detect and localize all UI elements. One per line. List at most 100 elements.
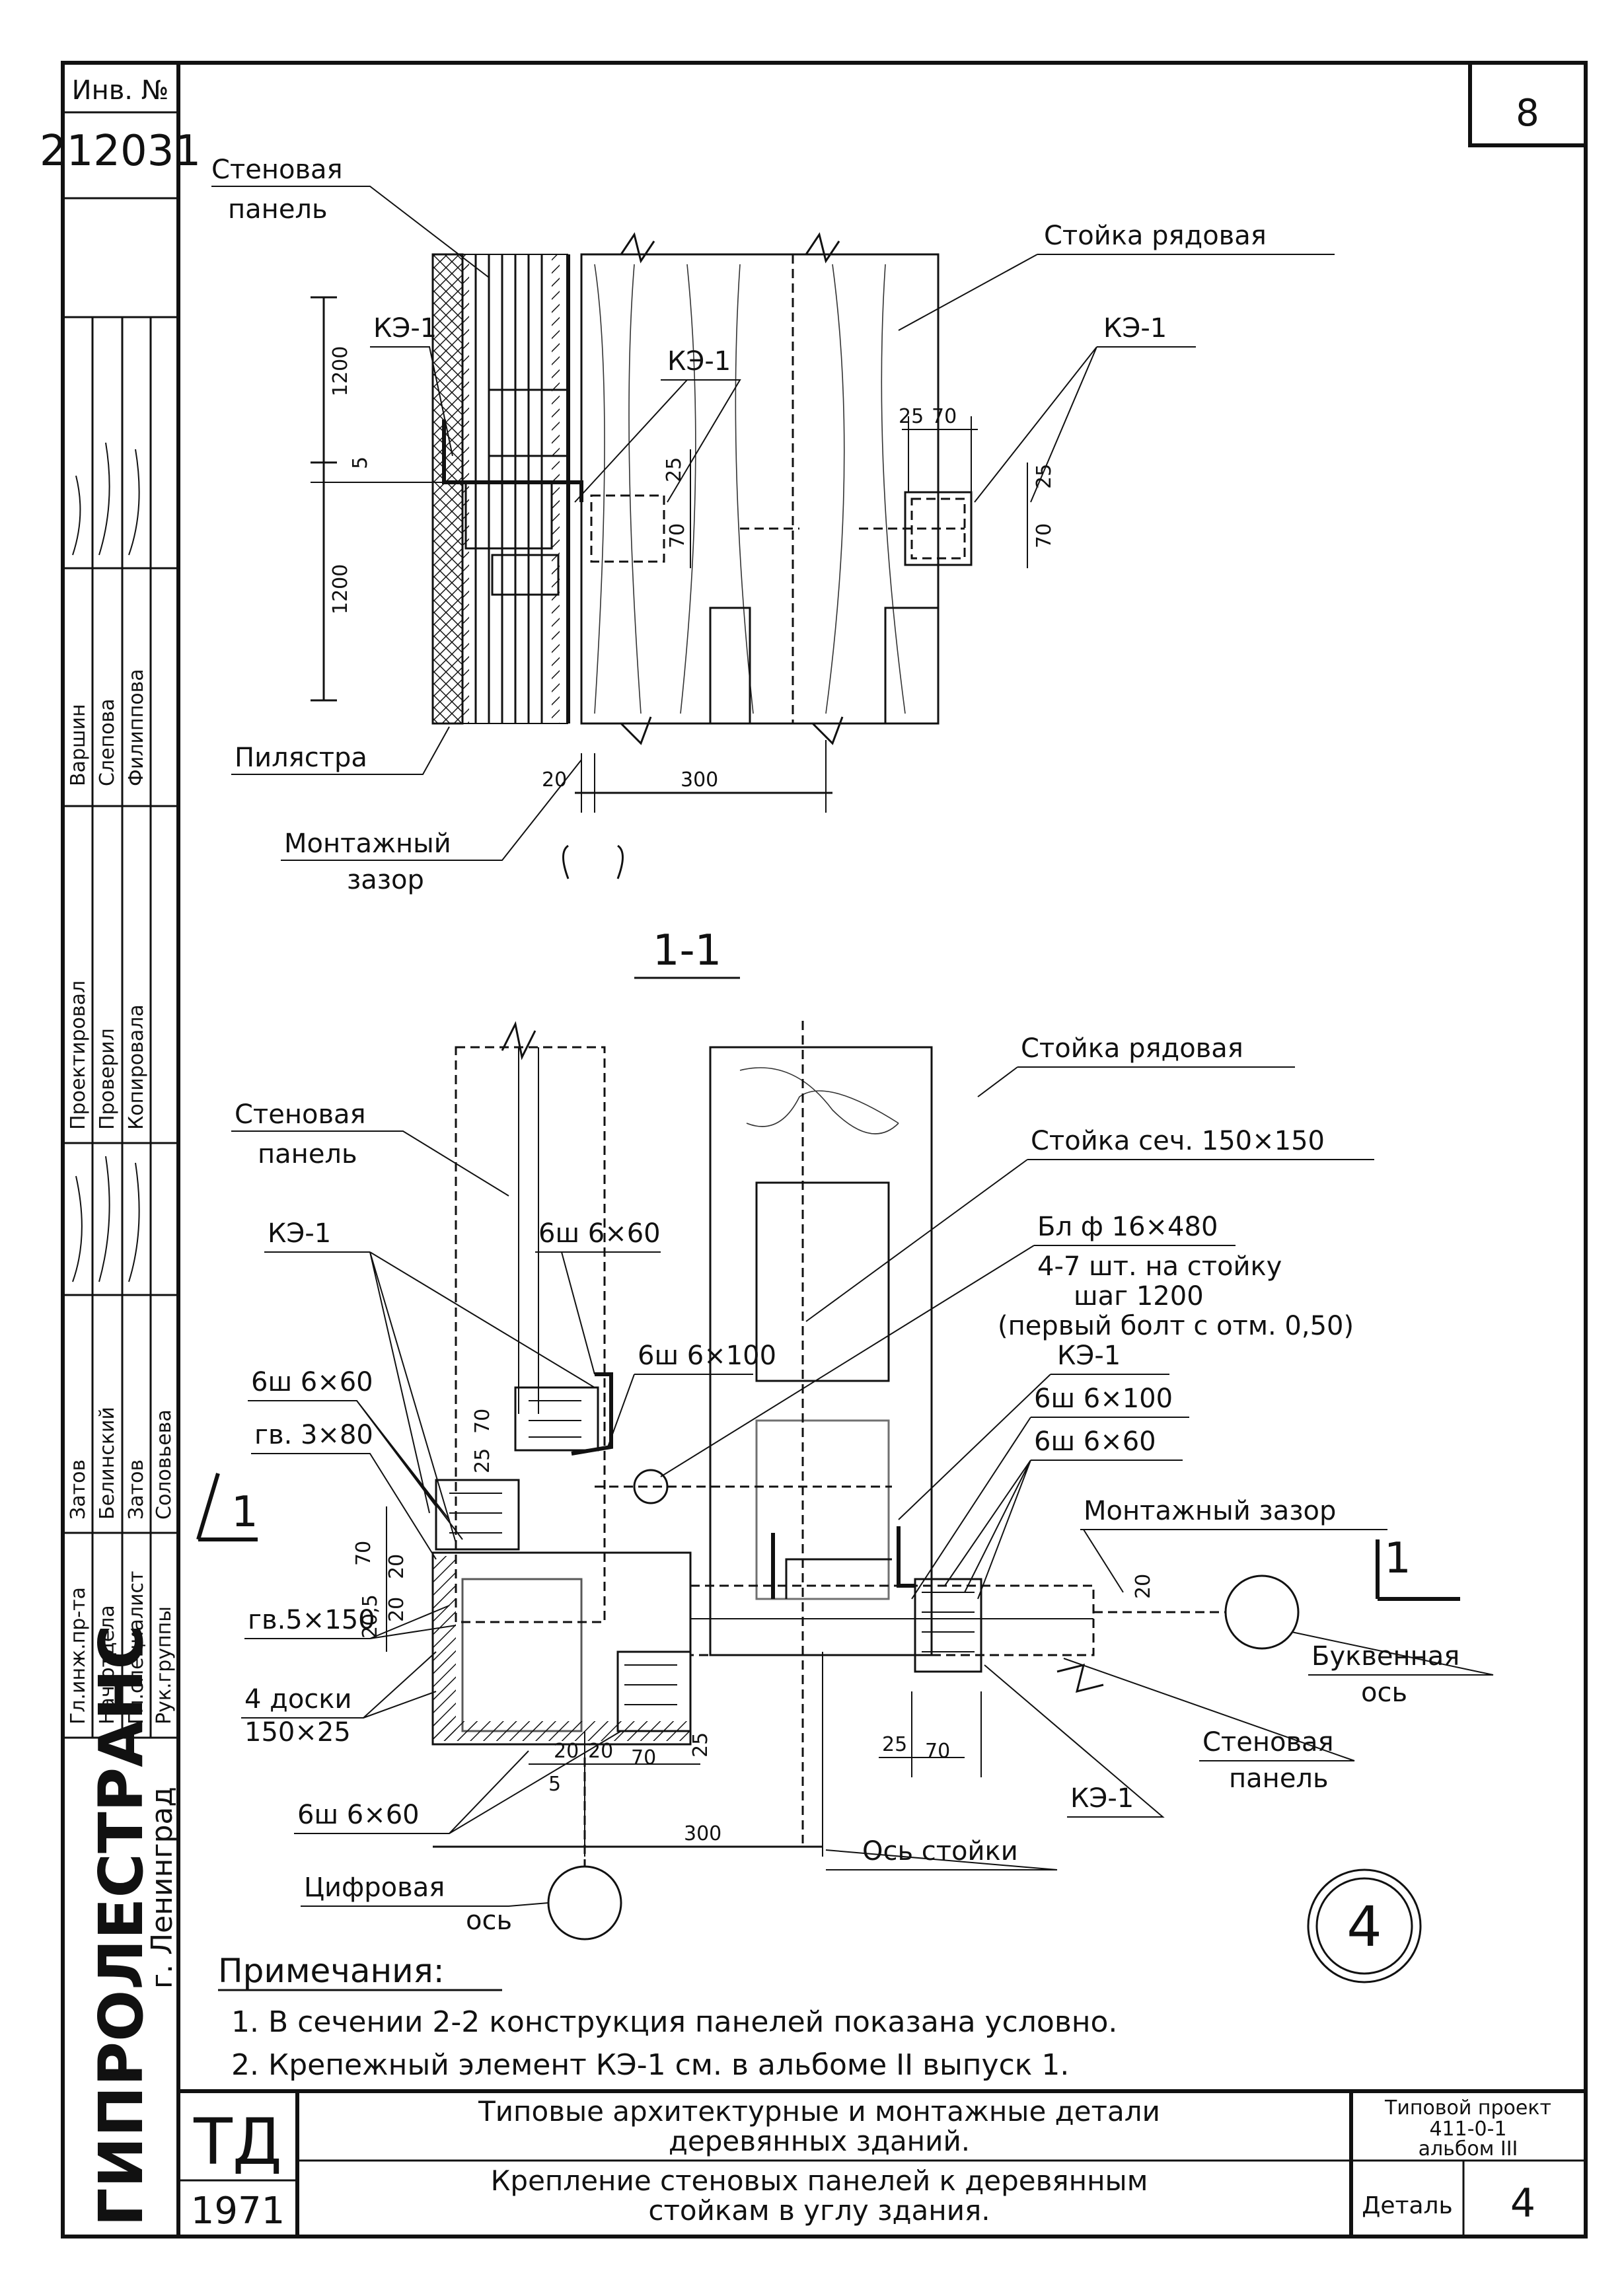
detail-plan: 4 1 1 300 20 20 70 25 5 25 70 25 70 70 2…: [196, 1021, 1494, 1983]
label-bolt-first: (первый болт с отм. 0,50): [998, 1311, 1354, 1341]
name-checked: Слепова: [96, 698, 119, 786]
dim-300-bottom: 300: [684, 1822, 721, 1845]
label-ke1-mid: КЭ-1: [1057, 1341, 1121, 1371]
label-post-row: Стойка рядовая: [1044, 221, 1267, 251]
dim-25-b: 25: [882, 1733, 907, 1756]
section-title: 1-1: [653, 926, 722, 975]
sheet-number-box: 8: [1468, 63, 1586, 147]
organization-name: ГИПРОЛЕСТРАНС: [86, 1625, 157, 2227]
signature-mark: [72, 442, 140, 1282]
dim-70-left: 70: [352, 1541, 375, 1566]
role-checked: Проверил: [96, 1028, 119, 1130]
label-ke1-c: КЭ-1: [1103, 313, 1167, 344]
dim-70-a: 70: [666, 523, 689, 548]
dim-25-c: 25: [689, 1732, 712, 1758]
plate-top: [514, 1386, 599, 1452]
label-bsh-6x60-d: 6ш 6×60: [297, 1800, 420, 1830]
digit-axis-circle: [547, 1865, 622, 1941]
role-dept-head: Нач.отдела: [96, 1605, 119, 1724]
note-1: 1. В сечении 2-2 конструкция панелей пок…: [231, 2005, 1117, 2039]
label-bolt-title: Бл ф 16×480: [1037, 1212, 1218, 1242]
inventory-block: Инв. № 212031: [40, 75, 201, 200]
notes: Примечания: 1. В сечении 2-2 конструкция…: [218, 1952, 1117, 2082]
pilaster: [431, 253, 464, 725]
section-mark-left: 1: [196, 1473, 258, 1541]
label-digit-axis-2: ось: [466, 1906, 512, 1936]
dim-20: 20: [542, 768, 567, 792]
label-bsh-6x100-b: 6ш 6×100: [1034, 1384, 1173, 1414]
title-line-2: деревянных зданий.: [669, 2125, 970, 2157]
label-boards-size: 150×25: [244, 1717, 351, 1748]
note-2: 2. Крепежный элемент КЭ-1 см. в альбоме …: [231, 2048, 1069, 2082]
section-mark-right: 1: [1376, 1534, 1460, 1601]
label-wall-panel-b2: панель: [1229, 1763, 1329, 1794]
dim-70-c: 70: [631, 1746, 656, 1769]
label-nail-3x80: гв. 3×80: [254, 1420, 373, 1450]
label-ke1-a: КЭ-1: [373, 313, 437, 344]
dim-25-a: 25: [663, 457, 686, 482]
label-bsh-6x60-a: 6ш 6×60: [538, 1218, 661, 1249]
dim-70-c: 70: [1033, 523, 1056, 548]
role-chief-specialist: Гл.специалист: [125, 1571, 148, 1724]
notes-title: Примечания:: [218, 1952, 445, 1990]
label-post-axis: Ось стойки: [862, 1836, 1018, 1867]
project-label: Типовой проект: [1384, 2096, 1551, 2120]
dim-70-b: 70: [932, 405, 957, 428]
upper-wall-panel: [455, 1046, 606, 1623]
label-ke1-bottom: КЭ-1: [1070, 1783, 1134, 1814]
plate-left: [435, 1479, 520, 1551]
name-chief-engineer: Затов: [67, 1460, 90, 1520]
label-letter-axis-2: ось: [1361, 1678, 1407, 1708]
plate-bottom: [616, 1650, 692, 1732]
name-dept-head: Белинский: [96, 1407, 119, 1520]
corner-boards: [431, 1551, 692, 1746]
dim-25-top: 25: [471, 1448, 494, 1473]
left-strip: [61, 61, 180, 2238]
inventory-number: 212031: [40, 127, 201, 176]
role-chief-engineer: Гл.инж.пр-та: [67, 1587, 90, 1724]
role-designed: Проектировал: [67, 980, 90, 1130]
label-wall-panel-b1: Стеновая: [1202, 1727, 1334, 1758]
dim-1200-top: 1200: [329, 346, 352, 396]
title-block: ТД 1971 Типовые архитектурные и монтажны…: [178, 2089, 1586, 2237]
title-code: ТД: [193, 2105, 282, 2179]
name-chief-specialist: Затов: [125, 1460, 148, 1520]
label-gap-2: зазор: [347, 865, 424, 895]
title-line-1: Типовые архитектурные и монтажные детали: [478, 2095, 1160, 2128]
dim-70-d: 70: [925, 1740, 950, 1763]
inventory-label: Инв. №: [72, 75, 169, 106]
label-bsh-6x60-c: 6ш 6×60: [251, 1367, 373, 1397]
label-bsh-6x60-b: 6ш 6×60: [1034, 1426, 1156, 1457]
dim-20-5: 20,5: [359, 1594, 382, 1639]
detail-label: Деталь: [1362, 2192, 1453, 2219]
label-wall-panel-1: Стеновая: [211, 155, 343, 185]
sheet-number: 8: [1516, 92, 1539, 135]
right-wall-panel: [689, 1584, 1095, 1656]
svg-text:1: 1: [1384, 1534, 1411, 1583]
label-pilaster: Пилястра: [235, 743, 367, 773]
name-designed: Варшин: [67, 704, 90, 786]
name-group-lead: Соловьева: [153, 1409, 176, 1520]
label-wall-panel-2: панель: [228, 194, 328, 225]
label-wall-panel-a2: панель: [258, 1139, 357, 1169]
label-bolt-step: шаг 1200: [1074, 1281, 1204, 1312]
label-post-section: Стойка сеч. 150×150: [1031, 1126, 1325, 1156]
label-bsh-6x100-a: 6ш 6×100: [638, 1341, 776, 1371]
label-bolt-qty: 4-7 шт. на стойку: [1037, 1251, 1282, 1282]
dim-25-b: 25: [899, 405, 924, 428]
label-gap-1: Монтажный: [284, 829, 451, 859]
subtitle-line-1: Крепление стеновых панелей к деревянным: [491, 2164, 1148, 2197]
dim-5: 5: [548, 1773, 561, 1796]
dim-25-c: 25: [1033, 464, 1056, 489]
svg-text:1: 1: [231, 1488, 258, 1537]
title-year: 1971: [191, 2190, 285, 2233]
label-nail-5x150: гв.5×150: [248, 1605, 375, 1635]
project-album: альбом III: [1419, 2137, 1518, 2161]
role-copied: Копировала: [125, 1004, 148, 1130]
detail-number-circle: [1307, 1868, 1422, 1983]
label-letter-axis: Буквенная: [1311, 1641, 1459, 1672]
name-copied: Филиппова: [125, 669, 148, 786]
organization-city: г. Ленинград: [145, 1787, 179, 1989]
label-wall-panel-a1: Стеновая: [235, 1099, 366, 1130]
